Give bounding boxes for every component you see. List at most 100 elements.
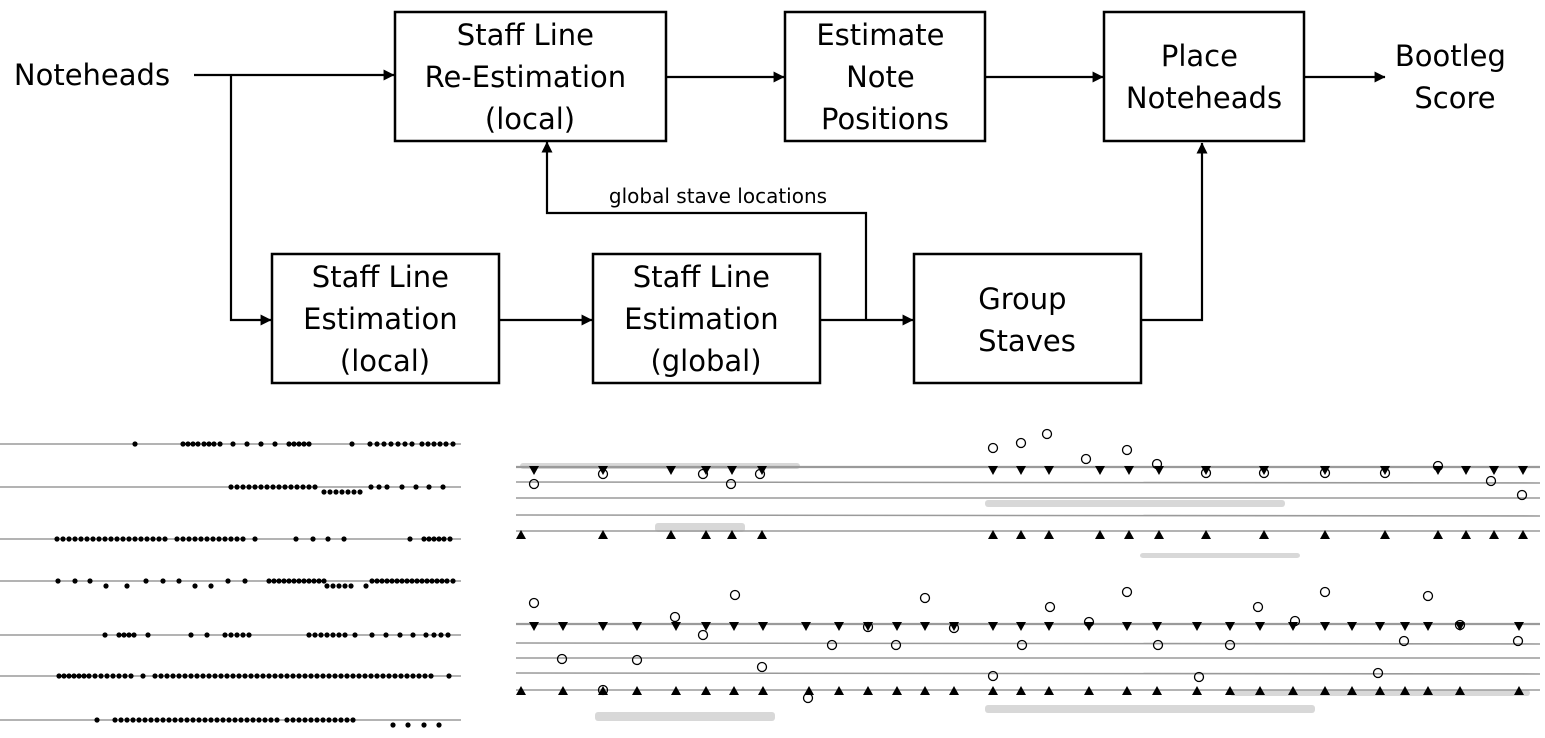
notehead-dot bbox=[421, 536, 427, 542]
notehead-dot bbox=[369, 578, 375, 584]
notehead-dot bbox=[345, 489, 351, 495]
notehead-dot bbox=[348, 583, 354, 589]
up-triangle-marker bbox=[834, 686, 844, 695]
notehead-dot bbox=[294, 484, 300, 490]
up-triangle-marker bbox=[1375, 686, 1385, 695]
hollow-notehead bbox=[1454, 619, 1466, 631]
notehead-dot bbox=[296, 578, 302, 584]
box-global-line-3: (global) bbox=[650, 344, 761, 378]
notehead-dot bbox=[284, 717, 290, 723]
arrow-group-to-place bbox=[1141, 142, 1208, 322]
up-triangle-marker bbox=[1084, 686, 1094, 695]
hollow-notehead bbox=[948, 622, 960, 634]
notehead-dot bbox=[390, 722, 396, 728]
up-triangle-marker bbox=[1016, 530, 1026, 539]
notehead-dot bbox=[286, 441, 292, 447]
notehead-dot bbox=[363, 583, 369, 589]
up-triangle-marker bbox=[1288, 686, 1298, 695]
hollow-notehead bbox=[890, 639, 902, 651]
notehead-dot bbox=[206, 441, 212, 447]
notehead-dot bbox=[344, 717, 350, 723]
notehead-dot bbox=[431, 632, 437, 638]
up-triangle-marker bbox=[1347, 686, 1357, 695]
up-triangle-marker bbox=[1433, 530, 1443, 539]
notehead-dot bbox=[310, 536, 316, 542]
notehead-dot bbox=[369, 632, 375, 638]
notehead-dot bbox=[271, 578, 277, 584]
notehead-dot bbox=[380, 673, 386, 679]
notehead-dot bbox=[438, 632, 444, 638]
up-triangle-marker bbox=[666, 530, 676, 539]
notehead-dot bbox=[76, 673, 82, 679]
notehead-dot bbox=[160, 578, 166, 584]
notehead-dot bbox=[423, 632, 429, 638]
up-triangle-marker bbox=[1044, 686, 1054, 695]
notehead-dot bbox=[316, 578, 322, 584]
up-triangle-marker bbox=[558, 686, 568, 695]
hollow-notehead bbox=[1121, 586, 1133, 598]
hollow-notehead bbox=[597, 684, 609, 696]
notehead-dot bbox=[150, 536, 156, 542]
notehead-dot bbox=[272, 673, 278, 679]
notehead-dot bbox=[431, 536, 437, 542]
notehead-dot bbox=[320, 673, 326, 679]
notehead-dot bbox=[357, 489, 363, 495]
down-triangle-marker bbox=[834, 622, 844, 631]
notehead-dot bbox=[362, 673, 368, 679]
up-triangle-marker bbox=[1192, 686, 1202, 695]
up-triangle-marker bbox=[598, 530, 608, 539]
notehead-dot bbox=[336, 583, 342, 589]
box-group-staves: Group Staves bbox=[912, 252, 1143, 385]
notehead-dot bbox=[308, 673, 314, 679]
notehead-dot bbox=[374, 578, 380, 584]
box-staff-line-estimation-local: Staff Line Estimation (local) bbox=[270, 252, 501, 385]
notehead-dot bbox=[450, 578, 456, 584]
down-triangle-marker bbox=[729, 622, 739, 631]
up-triangle-marker bbox=[758, 686, 768, 695]
down-triangle-marker bbox=[632, 622, 642, 631]
down-triangle-marker bbox=[1255, 622, 1265, 631]
notehead-dot bbox=[392, 673, 398, 679]
notehead-dot bbox=[214, 717, 220, 723]
notehead-dot bbox=[244, 717, 250, 723]
down-triangle-marker bbox=[1423, 622, 1433, 631]
up-triangle-marker bbox=[1320, 530, 1330, 539]
up-triangle-marker bbox=[1201, 530, 1211, 539]
notehead-dot bbox=[104, 673, 110, 679]
notehead-dot bbox=[72, 578, 78, 584]
notehead-dot bbox=[426, 536, 432, 542]
notehead-dot bbox=[450, 441, 456, 447]
notehead-dot bbox=[291, 578, 297, 584]
notehead-dot bbox=[156, 536, 162, 542]
hollow-notehead bbox=[1379, 467, 1391, 479]
notehead-dot bbox=[60, 536, 66, 542]
box-local-line-1: Staff Line bbox=[312, 260, 449, 294]
notehead-dot bbox=[302, 673, 308, 679]
down-triangle-marker bbox=[727, 466, 737, 475]
notehead-dot bbox=[190, 441, 196, 447]
notehead-dot bbox=[422, 673, 428, 679]
box-reestimation-line-1: Staff Line bbox=[457, 18, 594, 52]
notehead-dot bbox=[398, 673, 404, 679]
hollow-notehead bbox=[1083, 616, 1095, 628]
notehead-dot bbox=[431, 441, 437, 447]
notehead-dot bbox=[367, 441, 373, 447]
notehead-staff-plot bbox=[0, 441, 461, 728]
notehead-dot bbox=[66, 673, 72, 679]
notehead-dot bbox=[296, 717, 302, 723]
notehead-dot bbox=[148, 717, 154, 723]
notehead-dot bbox=[349, 441, 355, 447]
up-triangle-marker bbox=[1518, 530, 1528, 539]
box-reestimation-line-2: Re-Estimation bbox=[425, 60, 627, 94]
notehead-dot bbox=[386, 673, 392, 679]
output-label: Bootleg Score bbox=[1395, 39, 1515, 115]
box-estimate-line-2: Note bbox=[846, 60, 915, 94]
box-estimate-line-1: Estimate bbox=[816, 18, 944, 52]
notehead-dot bbox=[152, 673, 158, 679]
notehead-dot bbox=[282, 484, 288, 490]
smudge bbox=[1140, 553, 1300, 558]
notehead-dot bbox=[238, 717, 244, 723]
notehead-dot bbox=[312, 632, 318, 638]
notehead-dot bbox=[344, 673, 350, 679]
